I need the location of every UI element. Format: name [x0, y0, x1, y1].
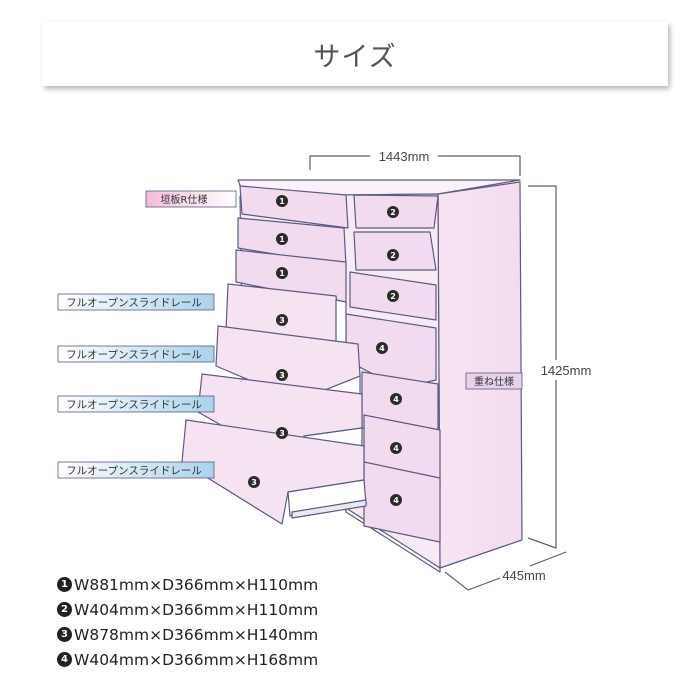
callout-rail-3: フルオープンスライドレール	[57, 395, 215, 413]
callout-rail-2: フルオープンスライドレール	[57, 345, 215, 363]
svg-text:3: 3	[279, 371, 285, 380]
svg-text:4: 4	[379, 344, 385, 353]
drawer-badges: 1 1 1 2 2 2 3 3 3 3 4 4 4 4	[248, 195, 402, 506]
callout-rail-4-text: フルオープンスライドレール	[66, 465, 202, 477]
badge-1c: 1	[276, 267, 288, 279]
callout-rail-1-text: フルオープンスライドレール	[66, 297, 202, 309]
drawer-left-1a	[239, 185, 349, 229]
badge-2a: 2	[387, 206, 399, 218]
callout-stacked: 重ね仕様	[465, 372, 523, 390]
badge-3c: 3	[276, 427, 288, 439]
svg-text:4: 4	[393, 444, 399, 453]
width-dim-line	[309, 155, 370, 170]
svg-text:3: 3	[279, 316, 285, 325]
badge-4d: 4	[390, 494, 402, 506]
callout-top-panel-text: 垣板R仕様	[161, 193, 208, 206]
svg-text:1: 1	[279, 269, 285, 278]
svg-text:1: 1	[279, 235, 285, 244]
callout-rail-3-text: フルオープンスライドレール	[66, 399, 202, 411]
left-top-drawers	[235, 185, 349, 305]
badge-2c: 2	[387, 290, 399, 302]
callout-rail-2-text: フルオープンスライドレール	[66, 349, 202, 361]
depth-label: 445mm	[502, 568, 545, 583]
spec-text: W404mm×D366mm×H110mm	[74, 600, 319, 619]
spec-number-badge: 3	[57, 627, 72, 642]
spec-row-2: 2 W404mm×D366mm×H110mm	[57, 597, 318, 622]
badge-2b: 2	[387, 249, 399, 261]
badge-4a: 4	[376, 342, 388, 354]
spec-list: 1 W881mm×D366mm×H110mm 2 W404mm×D366mm×H…	[57, 572, 318, 672]
badge-1b: 1	[276, 233, 288, 245]
spec-number-badge: 4	[57, 652, 72, 667]
svg-text:1: 1	[279, 197, 285, 206]
badge-3d: 3	[248, 476, 260, 488]
callout-stacked-text: 重ね仕様	[474, 375, 514, 388]
spec-text: W878mm×D366mm×H140mm	[74, 625, 319, 644]
depth-dim-line-right	[529, 551, 567, 567]
dimension-lines	[309, 155, 567, 591]
spec-row-4: 4 W404mm×D366mm×H168mm	[57, 647, 318, 672]
height-dim-line-bottom	[527, 380, 557, 549]
spec-row-1: 1 W881mm×D366mm×H110mm	[57, 572, 318, 597]
depth-dim-line	[444, 571, 501, 591]
spec-text: W881mm×D366mm×H110mm	[74, 575, 319, 594]
svg-text:2: 2	[390, 208, 396, 217]
page-title: サイズ	[313, 41, 397, 73]
callout-rail-4: フルオープンスライドレール	[57, 461, 215, 479]
svg-text:3: 3	[251, 478, 257, 487]
spec-row-3: 3 W878mm×D366mm×H140mm	[57, 622, 318, 647]
svg-text:4: 4	[393, 496, 399, 505]
badge-4c: 4	[390, 442, 402, 454]
badge-4b: 4	[390, 393, 402, 405]
spec-number-badge: 2	[57, 602, 72, 617]
callout-rail-1: フルオープンスライドレール	[57, 293, 215, 311]
svg-text:2: 2	[390, 292, 396, 301]
spec-number-badge: 1	[57, 577, 72, 592]
svg-text:2: 2	[390, 251, 396, 260]
open-drawer-4	[181, 419, 367, 525]
right-drawers	[345, 194, 441, 543]
width-label: 1443mm	[379, 149, 430, 164]
height-label: 1425mm	[541, 363, 592, 378]
title-banner: サイズ	[42, 22, 668, 86]
badge-3a: 3	[276, 314, 288, 326]
callout-top-panel: 垣板R仕様	[145, 190, 237, 208]
spec-text: W404mm×D366mm×H168mm	[74, 650, 319, 669]
width-dim-line-right	[438, 155, 521, 176]
svg-text:3: 3	[279, 429, 285, 438]
badge-1a: 1	[276, 195, 288, 207]
open-drawers	[181, 283, 367, 525]
svg-text:4: 4	[393, 395, 399, 404]
height-dim-line-top	[528, 185, 557, 360]
badge-3b: 3	[276, 369, 288, 381]
